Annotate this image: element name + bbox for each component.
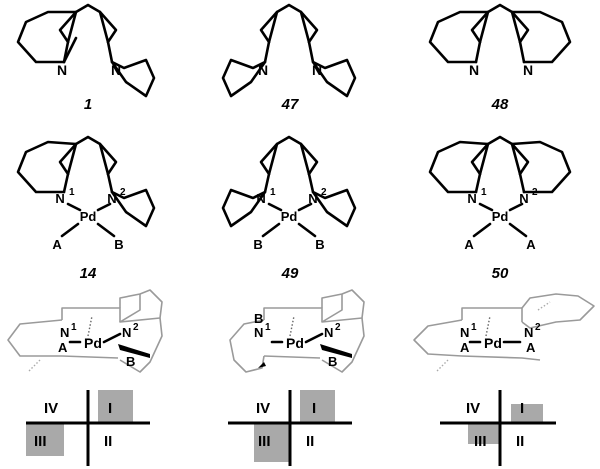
quadrant-diagram-49: IV I III II [228,390,352,466]
ligand-right: B [126,354,135,369]
label-complex-50: 50 [492,265,509,282]
atom-n-right: N [111,62,121,78]
label-complex-14: 14 [80,265,97,282]
superscript-n2: 2 [532,187,538,198]
structure-48: N N [428,3,572,78]
ligand-right: A [526,340,536,355]
superscript-n1: 1 [265,322,271,333]
shaded-quadrant-I [300,390,335,423]
atom-n2: N [107,191,116,206]
atom-pd: Pd [492,209,509,224]
atom-pd: Pd [80,209,97,224]
structure-50: N 1 N 2 Pd A A [428,135,572,252]
superscript-n1: 1 [71,322,77,333]
quadrant-label-iii: III [34,433,47,450]
superscript-n1: 1 [270,187,276,198]
atom-n2: N [519,191,528,206]
superscript-n1: 1 [69,187,75,198]
atom-n2: N [308,191,317,206]
quadrant-label-iv: IV [466,400,480,417]
ligand-right: B [315,237,324,252]
superscript-n1: 1 [481,187,487,198]
ligand-right: B [328,354,337,369]
atom-n-left: N [57,62,67,78]
perspective-view-14: N 1 N 2 A Pd B [7,289,163,373]
ligand-left: A [52,237,62,252]
structure-47: N N [221,3,357,98]
quadrant-label-iv: IV [44,400,58,417]
perspective-view-49: B N 1 N 2 Pd B [229,289,365,373]
ligand-left: A [58,340,68,355]
shaded-quadrant-III [26,424,64,456]
atom-n1: N [60,325,69,340]
label-compound-48: 48 [491,96,509,113]
superscript-n2: 2 [133,322,139,333]
atom-n1: N [55,191,64,206]
quadrant-label-ii: II [306,433,314,450]
ligand-right: A [526,237,536,252]
superscript-n1: 1 [471,322,477,333]
quadrant-label-ii: II [516,433,524,450]
atom-n2: N [324,325,333,340]
quadrant-label-i: I [520,400,524,417]
quadrant-label-iii: III [258,433,271,450]
atom-n2: N [524,325,533,340]
quadrant-label-iv: IV [256,400,270,417]
shaded-quadrant-III [254,424,290,462]
quadrant-label-i: I [312,400,316,417]
quadrant-diagram-50: IV I III II [440,390,556,466]
superscript-n2: 2 [335,322,341,333]
superscript-n2: 2 [321,187,327,198]
label-compound-47: 47 [281,96,299,113]
atom-n2: N [122,325,131,340]
shaded-quadrant-III [468,424,500,444]
superscript-n2: 2 [120,187,126,198]
perspective-view-50: N 1 N 2 A Pd A [413,293,595,373]
shaded-quadrant-I [511,404,543,423]
shaded-quadrant-I [98,390,133,423]
quadrant-label-iii: III [474,433,487,450]
ligand-left: B [254,311,263,326]
label-complex-49: 49 [281,265,299,282]
structure-49: N 1 N 2 Pd B B [221,135,357,252]
atom-pd: Pd [286,335,304,351]
atom-n-right: N [523,62,533,78]
atom-n1: N [254,325,263,340]
quadrant-label-ii: II [104,433,112,450]
superscript-n2: 2 [535,322,541,333]
atom-n-right: N [312,62,322,78]
ligand-left: B [253,237,262,252]
atom-n1: N [460,325,469,340]
atom-n1: N [467,191,476,206]
quadrant-diagram-14: IV I III II [26,390,150,466]
atom-pd: Pd [484,335,502,351]
ligand-left: A [460,340,470,355]
structure-14: N 1 N 2 Pd A B [16,135,156,252]
structure-1: N N [16,3,156,98]
atom-n1: N [256,191,265,206]
atom-n-left: N [258,62,268,78]
atom-n-left: N [469,62,479,78]
label-compound-1: 1 [84,96,92,113]
atom-pd: Pd [281,209,298,224]
ligand-right: B [114,237,123,252]
atom-pd: Pd [84,335,102,351]
quadrant-label-i: I [108,400,112,417]
ligand-left: A [464,237,474,252]
